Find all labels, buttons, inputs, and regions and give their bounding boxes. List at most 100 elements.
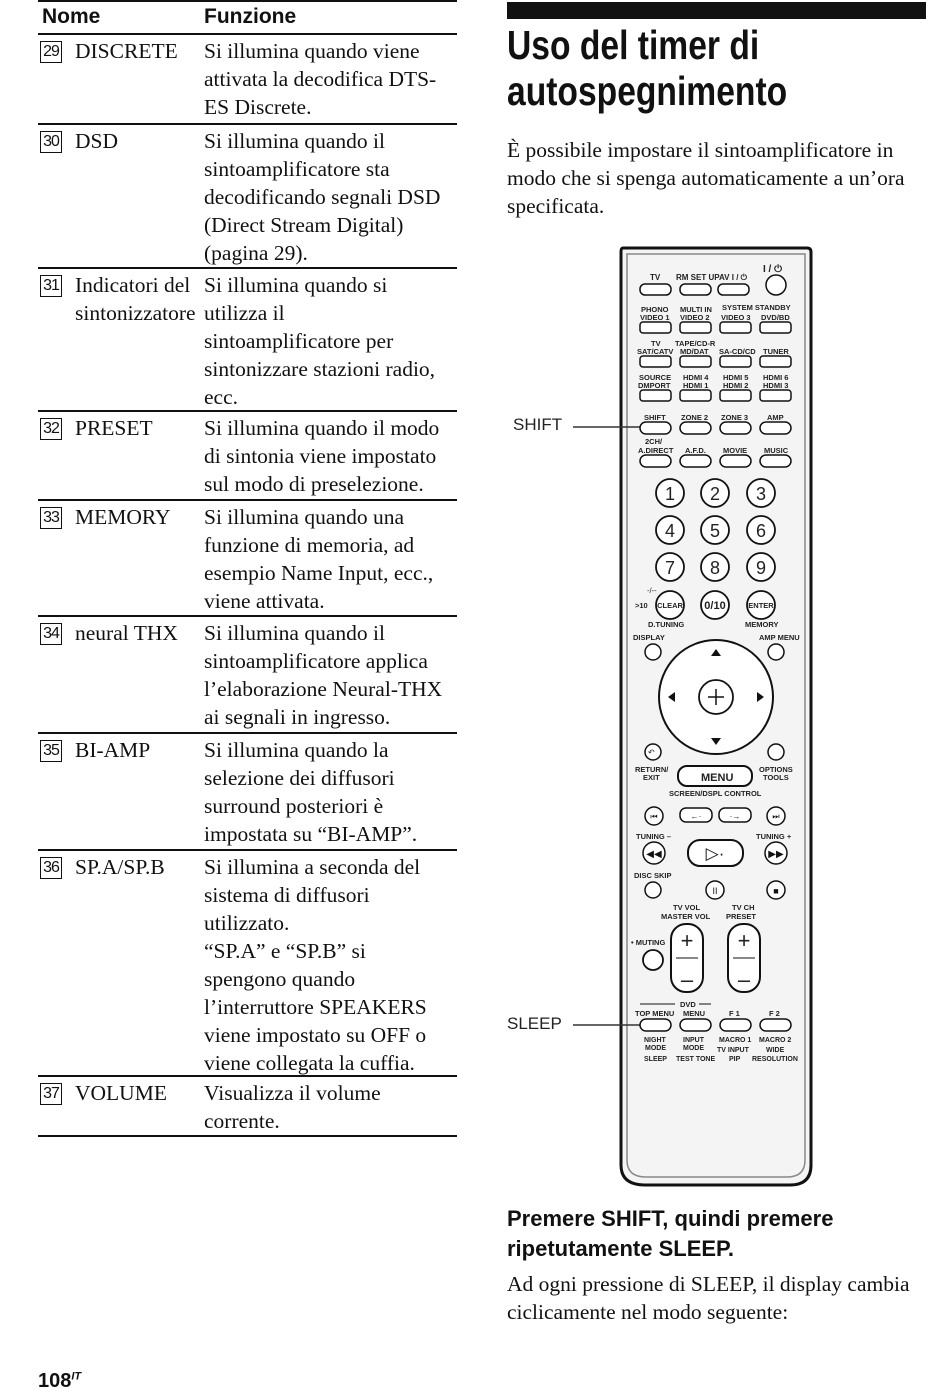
hdmi1-button[interactable] — [679, 389, 712, 402]
afd-button[interactable] — [679, 454, 712, 468]
svg-text:AMP: AMP — [767, 413, 784, 422]
item-name: MEMORY — [75, 505, 171, 529]
callout-sleep: SLEEP — [507, 1014, 562, 1033]
item-name: VOLUME — [75, 1081, 167, 1105]
section-title: Uso del timer di autospegnimento — [507, 22, 788, 114]
options-button[interactable] — [767, 743, 785, 761]
return-icon: ↶ — [647, 748, 655, 757]
return-button[interactable] — [644, 743, 662, 761]
tuner-button[interactable] — [759, 355, 792, 368]
av-power-button[interactable] — [717, 283, 750, 296]
video2-button[interactable] — [679, 321, 712, 334]
svg-text:F 2: F 2 — [769, 1009, 780, 1018]
enter-button[interactable] — [746, 590, 776, 620]
previous-track-button[interactable] — [644, 806, 664, 826]
slow-forward-icon: ·→ — [730, 812, 741, 821]
svg-text:D.TUNING: D.TUNING — [648, 620, 684, 629]
menu-button[interactable] — [677, 765, 753, 787]
item-description: Si illumina quando il modo di sintonia v… — [204, 416, 440, 496]
svg-text:PRESET: PRESET — [726, 912, 756, 921]
sleep-button[interactable] — [639, 1018, 672, 1032]
adirect-button[interactable] — [639, 454, 672, 468]
sa-cd-button[interactable] — [719, 355, 752, 368]
slow-forward-button[interactable] — [718, 807, 752, 823]
stop-button[interactable] — [766, 880, 786, 900]
number-3-button[interactable] — [746, 478, 776, 508]
item-number: 34 — [40, 623, 62, 645]
svg-text:WIDE: WIDE — [766, 1047, 785, 1054]
svg-text:INPUT: INPUT — [683, 1037, 705, 1044]
next-track-button[interactable] — [766, 806, 786, 826]
sat-catv-button[interactable] — [639, 355, 672, 368]
rewind-button[interactable] — [642, 841, 666, 865]
callout-shift: SHIFT — [513, 415, 562, 434]
clear-button[interactable] — [655, 590, 685, 620]
disc-skip-button[interactable] — [644, 881, 662, 899]
muting-button[interactable] — [642, 949, 664, 971]
table-row: 31 Indicatori del sintonizzatore Si illu… — [38, 269, 457, 412]
svg-text:DMPORT: DMPORT — [638, 381, 671, 390]
svg-text:MUSIC: MUSIC — [764, 446, 789, 455]
shift-button[interactable] — [639, 421, 672, 435]
number-5-button[interactable] — [700, 515, 730, 545]
pause-button[interactable] — [705, 880, 725, 900]
zone3-button[interactable] — [719, 421, 752, 435]
number-6-button[interactable] — [746, 515, 776, 545]
dmport-button[interactable] — [639, 389, 672, 402]
dvd-bd-button[interactable] — [759, 321, 792, 334]
fast-forward-button[interactable] — [764, 841, 788, 865]
number-1-button[interactable] — [655, 478, 685, 508]
svg-text:TEST TONE: TEST TONE — [676, 1056, 715, 1063]
f1-button[interactable] — [719, 1018, 752, 1032]
svg-text:ZONE 3: ZONE 3 — [721, 413, 748, 422]
svg-text:DVD: DVD — [680, 1000, 696, 1009]
item-number: 30 — [40, 131, 62, 153]
section-intro: È possibile impostare il sintoamplificat… — [507, 138, 905, 218]
number-010-button[interactable] — [700, 590, 730, 620]
slow-back-button[interactable] — [679, 807, 713, 823]
item-number: 31 — [40, 275, 62, 297]
number-7-button[interactable] — [655, 552, 685, 582]
svg-text:MULTI IN: MULTI IN — [680, 305, 712, 314]
play-button[interactable] — [687, 839, 744, 867]
svg-text:AV I / ⏻: AV I / ⏻ — [719, 273, 748, 282]
number-4-button[interactable] — [655, 515, 685, 545]
svg-text:HDMI 4: HDMI 4 — [683, 373, 709, 382]
video1-button[interactable] — [639, 321, 672, 334]
video3-button[interactable] — [719, 321, 752, 334]
number-8-button[interactable] — [700, 552, 730, 582]
md-dat-button[interactable] — [679, 355, 712, 368]
svg-text:6: 6 — [756, 521, 766, 541]
display-button[interactable] — [644, 643, 662, 661]
music-button[interactable] — [759, 454, 792, 468]
f2-button[interactable] — [759, 1018, 792, 1032]
svg-text:MACRO 1: MACRO 1 — [719, 1037, 751, 1044]
power-button[interactable] — [765, 274, 787, 296]
svg-text:9: 9 — [756, 558, 766, 578]
hdmi3-button[interactable] — [759, 389, 792, 402]
svg-text:HDMI 2: HDMI 2 — [723, 381, 748, 390]
svg-text:MASTER VOL: MASTER VOL — [661, 912, 711, 921]
item-name: DSD — [75, 129, 119, 153]
rm-setup-button[interactable] — [679, 283, 712, 296]
dvd-menu-button[interactable] — [679, 1018, 712, 1032]
zone2-button[interactable] — [679, 421, 712, 435]
table-row: 30 DSD Si illumina quando il sintoamplif… — [38, 125, 457, 269]
hdmi2-button[interactable] — [719, 389, 752, 402]
movie-button[interactable] — [719, 454, 752, 468]
svg-text:SHIFT: SHIFT — [644, 413, 666, 422]
table-row: 29 DISCRETE Si illumina quando viene att… — [38, 35, 457, 125]
svg-text:ZONE 2: ZONE 2 — [681, 413, 708, 422]
svg-text:VIDEO 3: VIDEO 3 — [721, 313, 751, 322]
svg-text:SCREEN/DSPL CONTROL: SCREEN/DSPL CONTROL — [669, 789, 762, 798]
svg-text:ENTER: ENTER — [748, 601, 774, 610]
svg-text:AMP MENU: AMP MENU — [759, 633, 800, 642]
number-2-button[interactable] — [700, 478, 730, 508]
tv-button[interactable] — [639, 283, 672, 296]
amp-menu-button[interactable] — [767, 643, 785, 661]
amp-button[interactable] — [759, 421, 792, 435]
page-number: 108IT — [38, 1370, 82, 1392]
svg-text:–: – — [738, 967, 751, 992]
table-row: 36 SP.A/SP.B Si illumina a seconda del s… — [38, 851, 457, 1077]
number-9-button[interactable] — [746, 552, 776, 582]
